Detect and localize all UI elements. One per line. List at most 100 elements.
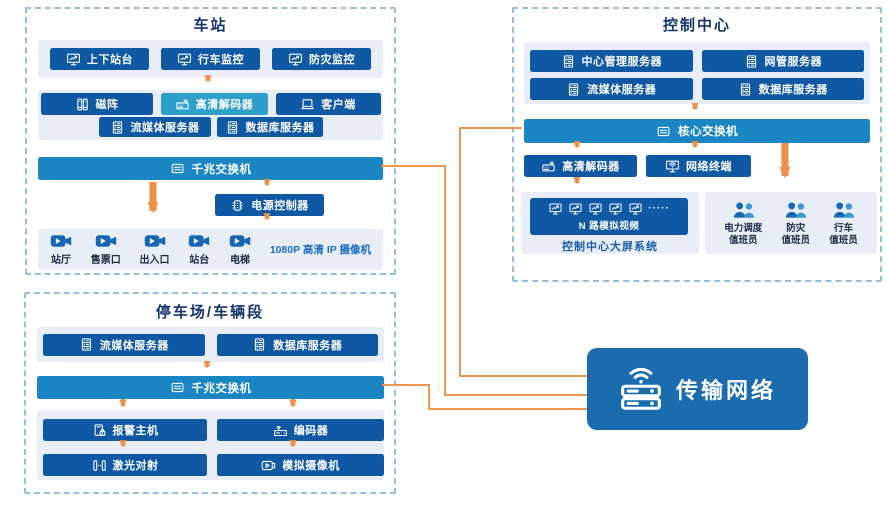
node-disk-array: 磁阵 — [40, 93, 153, 115]
camera-label: 站台 — [189, 255, 210, 266]
server-icon — [110, 120, 125, 135]
switch-icon — [656, 124, 671, 139]
ip-camera-icon — [229, 233, 251, 249]
wifi-monitor-icon — [665, 159, 680, 174]
node-label: 客户端 — [321, 99, 356, 111]
camera-label: 出入口 — [139, 255, 170, 266]
node-client: 客户端 — [275, 93, 381, 115]
network-title: 传输网络 — [675, 378, 776, 403]
analog-camera-icon — [261, 458, 276, 473]
camera-label: 站厅 — [51, 255, 71, 266]
router-wifi-icon — [619, 367, 663, 411]
node-database-server: 数据库服务器 — [216, 117, 323, 137]
parking-server-panel: 流媒体服务器 数据库服务器 — [37, 327, 384, 362]
node-power-controller: 电源控制器 — [215, 194, 324, 216]
station-device-panel: 磁阵 高清解码器 客户端 流媒体服务器 数据库服务器 — [38, 90, 383, 140]
camera-label: 电梯 — [230, 255, 251, 266]
section-station-title: 车站 — [193, 17, 228, 34]
node-streaming-server: 流媒体服务器 — [43, 333, 205, 356]
operator-train: 行车值班员 — [829, 200, 858, 246]
node-label: 网管服务器 — [764, 56, 822, 68]
section-parking-title: 停车场/车辆段 — [155, 304, 265, 321]
camera-platform: 站台 — [188, 233, 210, 266]
node-label: 千兆交换机 — [191, 382, 252, 395]
node-disaster-monitor: 防灾监控 — [272, 48, 371, 70]
section-station: 车站 上下站台 行车监控 防灾监控 磁阵 — [25, 7, 396, 275]
node-label: 流媒体服务器 — [130, 122, 200, 134]
operators-panel: 电力调度值班员 防灾值班员 行车值班员 — [705, 192, 877, 254]
node-label: 编码器 — [293, 425, 329, 437]
operator-label: 电力调度值班员 — [724, 222, 763, 246]
node-network-terminal: 网络终端 — [646, 155, 751, 177]
node-encoder: 编码器 — [217, 419, 384, 441]
node-central-mgmt-server: 中心管理服务器 — [530, 50, 693, 72]
alarm-host-icon — [92, 423, 107, 438]
node-streaming-server: 流媒体服务器 — [530, 78, 693, 100]
video-wall-monitors: ····· — [548, 202, 670, 216]
video-wall-caption: 控制中心大屏系统 — [562, 241, 658, 253]
node-database-server: 数据库服务器 — [216, 333, 378, 356]
node-analog-camera: 模拟摄像机 — [217, 454, 384, 476]
server-icon — [252, 337, 267, 352]
node-laser-beam: 激光对射 — [43, 454, 207, 476]
people-icon — [783, 200, 808, 221]
node-label: 核心交换机 — [678, 126, 738, 138]
camera-label: 售票口 — [90, 255, 121, 266]
ip-camera-icon — [188, 233, 210, 249]
node-label: 高清解码器 — [562, 161, 620, 173]
parking-device-panel: 报警主机 编码器 激光对射 模拟摄像机 — [37, 410, 384, 480]
server-icon — [744, 54, 759, 69]
camera-entrance: 出入口 — [140, 233, 170, 266]
operator-label: 行车值班员 — [829, 222, 858, 246]
node-label: 模拟摄像机 — [282, 460, 340, 472]
camera-hall: 站厅 — [50, 233, 72, 266]
camera-ticket-office: 售票口 — [91, 233, 121, 266]
ip-camera-icon — [50, 233, 72, 249]
connector-parking-to-network — [382, 384, 587, 410]
video-wall-panel: ····· N 路模拟视频 控制中心大屏系统 — [521, 192, 699, 254]
camera-note: 1080P 高清 IP 摄像机 — [269, 244, 371, 256]
monitor-chart-icon — [177, 52, 192, 67]
monitor-chart-icon — [608, 202, 623, 216]
video-wall-box: ····· N 路模拟视频 — [530, 198, 688, 235]
node-train-monitor: 行车监控 — [161, 48, 260, 70]
ip-camera-icon — [144, 233, 166, 249]
station-camera-panel: 站厅 售票口 出入口 站台 电梯 1080P 高清 IP 摄像机 — [38, 229, 383, 270]
camera-elevator: 电梯 — [229, 233, 251, 266]
server-icon — [561, 54, 576, 69]
operator-power-dispatch: 电力调度值班员 — [724, 200, 762, 246]
node-label: 磁阵 — [95, 99, 119, 111]
node-label: 中心管理服务器 — [581, 56, 662, 68]
monitor-chart-icon — [288, 52, 303, 67]
section-control-title: 控制中心 — [662, 17, 731, 34]
node-label: 流媒体服务器 — [587, 84, 657, 96]
node-core-switch: 核心交换机 — [524, 119, 870, 143]
server-icon — [566, 82, 581, 97]
node-gigabit-switch: 千兆交换机 — [37, 376, 384, 399]
node-label: 流媒体服务器 — [99, 339, 169, 352]
section-control-center: 控制中心 中心管理服务器 网管服务器 流媒体服务器 数据库服务器 核心交换机 — [512, 7, 882, 282]
node-hd-decoder: 高清解码器 — [524, 155, 637, 177]
node-network-mgmt-server: 网管服务器 — [701, 50, 864, 72]
decoder-icon — [541, 159, 556, 174]
station-device-row1: 磁阵 高清解码器 客户端 — [38, 93, 383, 115]
video-wall-label: N 路模拟视频 — [578, 220, 640, 232]
node-label: 上下站台 — [87, 54, 133, 66]
node-streaming-server: 流媒体服务器 — [98, 117, 211, 137]
node-gigabit-switch: 千兆交换机 — [38, 157, 383, 180]
node-alarm-host: 报警主机 — [43, 419, 207, 441]
node-hd-decoder: 高清解码器 — [160, 93, 268, 115]
section-parking-depot: 停车场/车辆段 流媒体服务器 数据库服务器 千兆交换机 报警主机 编码器 — [24, 292, 396, 494]
node-label: 数据库服务器 — [758, 84, 828, 96]
node-label: 千兆交换机 — [191, 163, 252, 176]
monitor-chart-icon — [548, 202, 563, 216]
node-label: 电源控制器 — [251, 200, 309, 212]
people-icon — [831, 200, 856, 221]
operator-disaster: 防灾值班员 — [781, 200, 810, 246]
disk-array-icon — [75, 97, 90, 112]
node-label: 激光对射 — [112, 460, 159, 472]
monitor-chart-icon — [66, 52, 81, 67]
laptop-icon — [300, 97, 315, 112]
node-label: 数据库服务器 — [273, 339, 343, 352]
node-transmission-network: 传输网络 — [587, 348, 808, 430]
